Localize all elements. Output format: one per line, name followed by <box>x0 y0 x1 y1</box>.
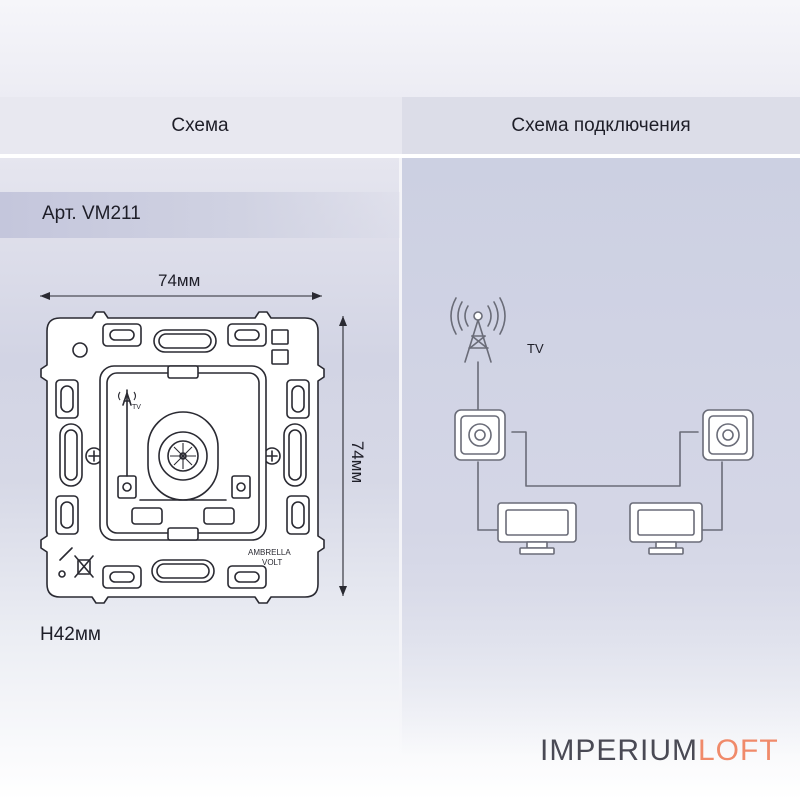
clamp-right <box>203 507 235 525</box>
ce-mark-icon <box>271 349 289 365</box>
header-scheme-title: Схема <box>171 114 229 136</box>
wire-socket-left-to-tv-left <box>477 461 499 531</box>
claw-left-bottom <box>55 495 79 535</box>
tv-left <box>497 502 577 555</box>
coax-connector <box>147 411 219 501</box>
claw-top-left <box>102 323 142 347</box>
device-brand-line1: AMBRELLA <box>248 548 291 557</box>
screwdriver-icon <box>59 547 73 561</box>
device-brand-line2: VOLT <box>262 558 282 567</box>
tv-socket-left <box>454 409 506 461</box>
wire-socket-right-to-tv-right <box>699 461 723 531</box>
clamp-left <box>131 507 163 525</box>
side-slot-left <box>59 423 83 487</box>
claw-right-bottom <box>286 495 310 535</box>
screw-left <box>85 447 103 465</box>
column-divider <box>399 158 402 758</box>
antenna-icon-small <box>117 391 137 406</box>
device-tv-label: TV <box>132 404 141 411</box>
tv-socket-right <box>702 409 754 461</box>
claw-bottom-left <box>102 565 142 589</box>
width-dimension-label: 74мм <box>158 271 201 290</box>
brand-logo: IMPERIUMLOFT <box>540 734 779 768</box>
brand-logo-part1: IMPERIUM <box>540 734 698 767</box>
eac-mark-icon <box>271 329 289 345</box>
antenna-tv-label: TV <box>527 341 544 356</box>
top-slot <box>153 329 217 353</box>
product-height: H42мм <box>40 624 101 645</box>
header-connection-title: Схема подключения <box>402 97 800 154</box>
article-band <box>0 192 400 238</box>
claw-right-top <box>286 379 310 419</box>
brand-logo-part2: LOFT <box>698 734 779 767</box>
width-dimension-line <box>40 292 322 300</box>
terminal-right <box>231 475 251 499</box>
wire-socket-to-socket <box>511 431 699 487</box>
bottom-left-hole <box>58 570 66 578</box>
claw-left-top <box>55 379 79 419</box>
antenna-icon <box>450 297 506 363</box>
header-divider <box>0 154 800 158</box>
height-dimension-line <box>339 316 347 596</box>
bottom-slot <box>151 559 215 583</box>
article-number: Арт. VM211 <box>42 203 141 224</box>
brand-logo-icon <box>72 342 88 358</box>
side-slot-right <box>283 423 307 487</box>
claw-bottom-right <box>227 565 267 589</box>
tv-right <box>629 502 703 555</box>
claw-top-right <box>227 323 267 347</box>
disposal-icon <box>74 555 94 578</box>
